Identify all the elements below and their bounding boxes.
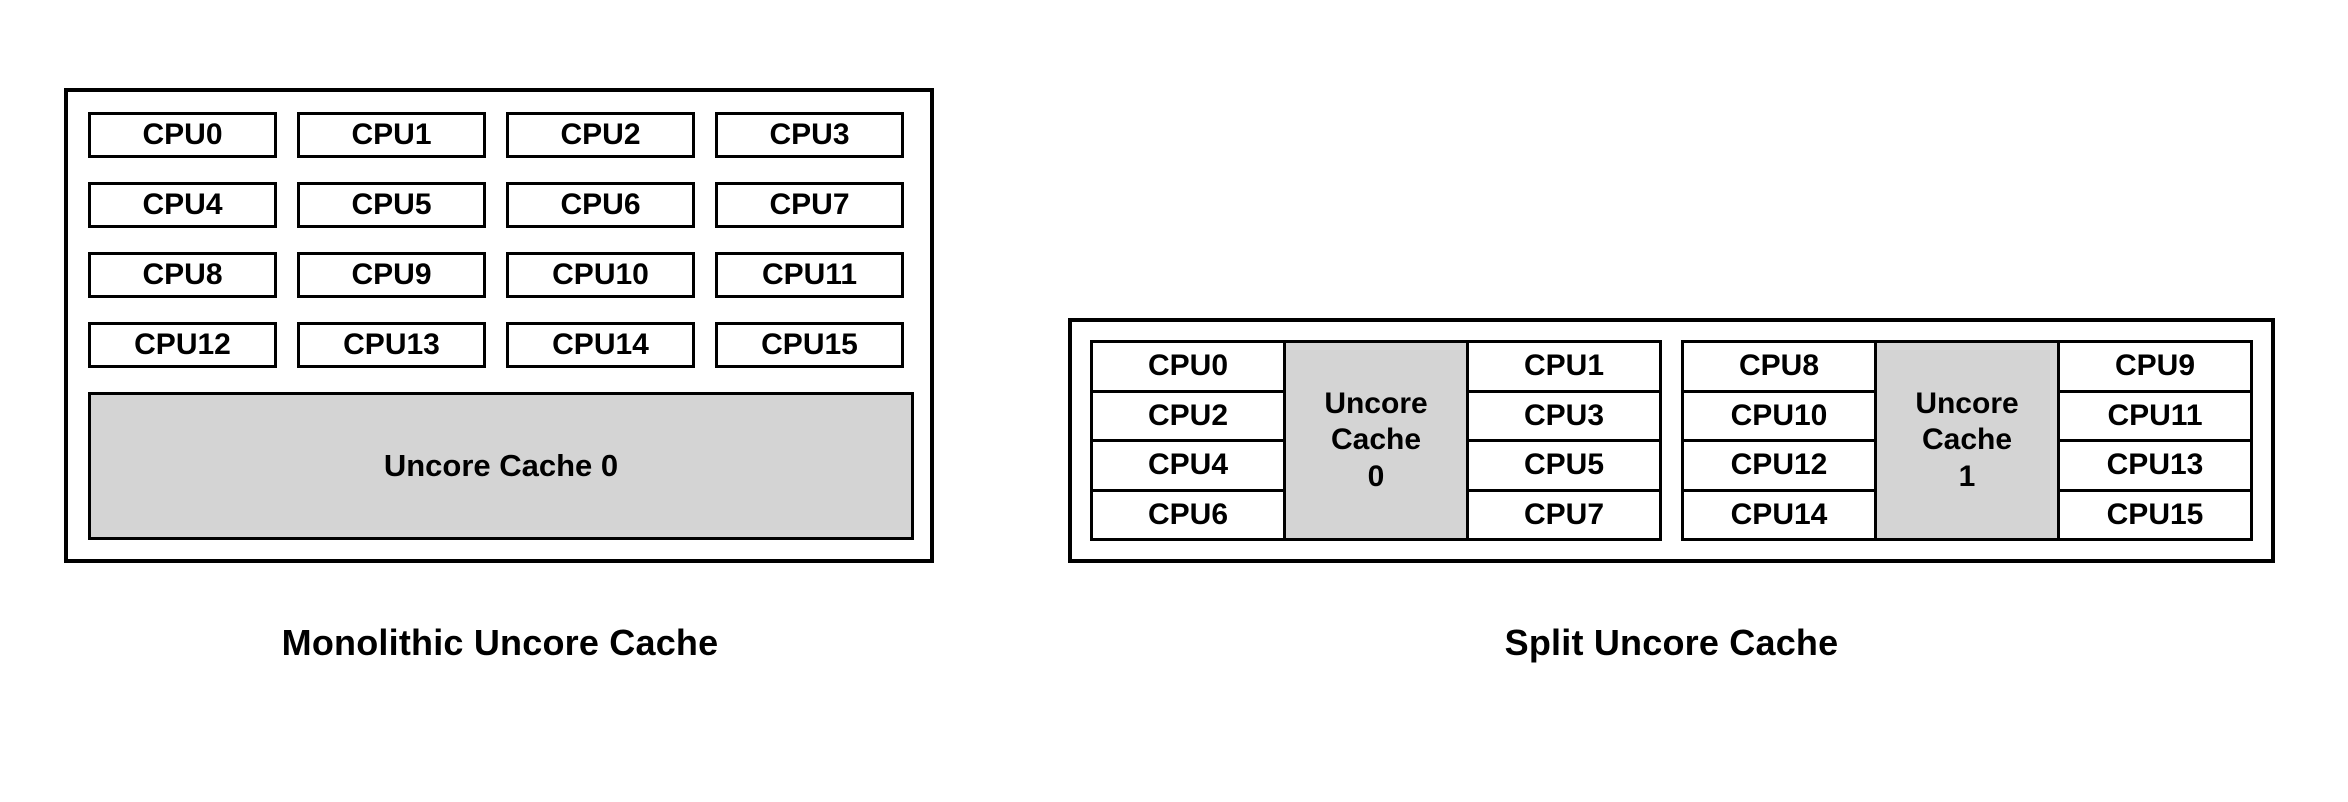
cpu-box: CPU15 bbox=[2060, 488, 2253, 541]
uncore-cache-block: Uncore Cache 0 bbox=[88, 392, 914, 540]
split-uncore-cache-diagram: CPU0 CPU2 CPU4 CPU6 Uncore Cache 0 CPU1 … bbox=[1068, 318, 2275, 563]
cpu-box: CPU0 bbox=[1090, 340, 1283, 390]
cpu-box: CPU8 bbox=[88, 252, 277, 298]
cpu-box: CPU8 bbox=[1681, 340, 1874, 390]
cpu-box: CPU1 bbox=[1469, 340, 1662, 390]
cpu-box: CPU12 bbox=[1681, 439, 1874, 489]
cpu-box: CPU13 bbox=[297, 322, 486, 368]
cpu-box: CPU5 bbox=[297, 182, 486, 228]
cpu-box: CPU10 bbox=[1681, 389, 1874, 439]
cluster-left-cpu-column: CPU8 CPU10 CPU12 CPU14 bbox=[1681, 340, 1874, 541]
split-cluster: CPU0 CPU2 CPU4 CPU6 Uncore Cache 0 CPU1 … bbox=[1090, 340, 1662, 541]
cpu-box: CPU13 bbox=[2060, 439, 2253, 489]
cpu-box: CPU3 bbox=[715, 112, 904, 158]
uncore-cache-label-line: 0 bbox=[1367, 459, 1385, 493]
uncore-cache-label-line: 1 bbox=[1958, 459, 1976, 493]
cpu-box: CPU4 bbox=[88, 182, 277, 228]
cpu-box: CPU0 bbox=[88, 112, 277, 158]
uncore-cache-label-line: Cache bbox=[1921, 423, 2013, 457]
monolithic-cpu-grid: CPU0 CPU1 CPU2 CPU3 CPU4 CPU5 CPU6 CPU7 … bbox=[88, 112, 914, 368]
cpu-box: CPU14 bbox=[506, 322, 695, 368]
cpu-box: CPU4 bbox=[1090, 439, 1283, 489]
uncore-cache-block: Uncore Cache 1 bbox=[1874, 340, 2060, 541]
cpu-box: CPU9 bbox=[2060, 340, 2253, 390]
cluster-right-cpu-column: CPU1 CPU3 CPU5 CPU7 bbox=[1469, 340, 1662, 541]
cpu-box: CPU7 bbox=[715, 182, 904, 228]
cpu-box: CPU11 bbox=[2060, 389, 2253, 439]
uncore-cache-label-line: Uncore bbox=[1324, 386, 1428, 420]
cpu-box: CPU7 bbox=[1469, 488, 1662, 541]
uncore-cache-label-line: Cache bbox=[1330, 423, 1422, 457]
cpu-box: CPU1 bbox=[297, 112, 486, 158]
cluster-left-cpu-column: CPU0 CPU2 CPU4 CPU6 bbox=[1090, 340, 1283, 541]
split-cluster-container: CPU0 CPU2 CPU4 CPU6 Uncore Cache 0 CPU1 … bbox=[1090, 340, 2253, 541]
split-cluster: CPU8 CPU10 CPU12 CPU14 Uncore Cache 1 CP… bbox=[1681, 340, 2253, 541]
cpu-box: CPU15 bbox=[715, 322, 904, 368]
uncore-cache-block: Uncore Cache 0 bbox=[1283, 340, 1469, 541]
split-diagram-caption: Split Uncore Cache bbox=[1504, 622, 1839, 663]
cpu-box: CPU6 bbox=[506, 182, 695, 228]
cpu-box: CPU12 bbox=[88, 322, 277, 368]
cpu-box: CPU14 bbox=[1681, 488, 1874, 541]
cluster-right-cpu-column: CPU9 CPU11 CPU13 CPU15 bbox=[2060, 340, 2253, 541]
cpu-box: CPU3 bbox=[1469, 389, 1662, 439]
uncore-cache-label-line: Uncore bbox=[1915, 386, 2019, 420]
monolithic-diagram-caption: Monolithic Uncore Cache bbox=[281, 622, 719, 663]
cpu-box: CPU5 bbox=[1469, 439, 1662, 489]
cpu-box: CPU11 bbox=[715, 252, 904, 298]
cpu-box: CPU10 bbox=[506, 252, 695, 298]
cpu-box: CPU2 bbox=[506, 112, 695, 158]
cpu-box: CPU2 bbox=[1090, 389, 1283, 439]
cpu-box: CPU6 bbox=[1090, 488, 1283, 541]
monolithic-uncore-cache-diagram: CPU0 CPU1 CPU2 CPU3 CPU4 CPU5 CPU6 CPU7 … bbox=[64, 88, 934, 563]
cpu-box: CPU9 bbox=[297, 252, 486, 298]
